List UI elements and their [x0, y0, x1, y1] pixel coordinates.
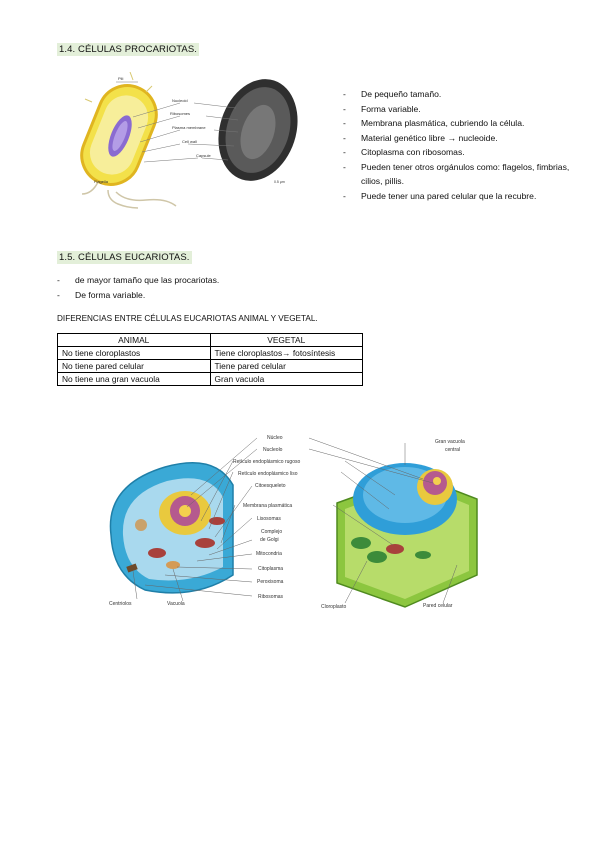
- label-nucleo: Núcleo: [267, 435, 283, 441]
- table-cell: Gran vacuola: [209, 372, 363, 386]
- label-plasma-membrane: Plasma membrane: [172, 125, 206, 130]
- header-vegetal: VEGETAL: [209, 333, 363, 347]
- label-scale: 0.5 μm: [274, 180, 285, 184]
- list-item: Pueden tener otros orgánulos como: flage…: [343, 160, 578, 189]
- label-rer: Retículo endoplásmico rugoso: [233, 459, 300, 465]
- eukaryote-figure: Núcleo Nucleolo Retículo endoplásmico ru…: [109, 435, 478, 610]
- label-pili: Pili: [118, 76, 123, 81]
- list-item: Material genético libre → nucleoide.: [343, 131, 578, 146]
- label-golgi-1: Complejo: [261, 529, 282, 535]
- table-cell: No tiene cloroplastos: [57, 346, 211, 360]
- label-membrana: Membrana plasmática: [243, 503, 292, 509]
- table-row: No tiene una gran vacuola Gran vacuola: [57, 372, 363, 386]
- list-item: De pequeño tamaño.: [343, 87, 578, 102]
- label-gran-vacuola-2: central: [445, 447, 460, 453]
- list-item: Forma variable.: [343, 102, 578, 117]
- label-vacuola: Vacuola: [167, 601, 185, 607]
- section-15-heading: 1.5. CÉLULAS EUCARIOTAS.: [57, 251, 192, 264]
- list-item: Puede tener una pared celular que la rec…: [343, 189, 578, 204]
- plant-cell-drawing: [336, 463, 478, 608]
- label-ribosomes: Ribosomes: [170, 111, 190, 116]
- micrograph-image: [218, 79, 298, 181]
- animal-cell-drawing: [109, 461, 234, 594]
- table-cell: Tiene pared celular: [209, 359, 363, 373]
- label-ribosomas: Ribosomas: [258, 594, 284, 600]
- table-header-row: ANIMAL VEGETAL: [57, 333, 363, 347]
- label-rel: Retículo endoplásmico liso: [238, 471, 298, 477]
- label-cloroplasto: Cloroplasto: [321, 604, 347, 610]
- label-cell-wall: Cell wall: [182, 139, 197, 144]
- label-pared: Pared celular: [423, 603, 453, 609]
- label-peroxisoma: Peroxisoma: [257, 579, 284, 585]
- list-item: Membrana plasmática, cubriendo la célula…: [343, 116, 578, 131]
- label-gran-vacuola-1: Gran vacuola: [435, 439, 465, 445]
- table-cell: Tiene cloroplastos→ fotosíntesis: [209, 346, 363, 360]
- label-citoplasma: Citoplasma: [258, 566, 283, 572]
- bacterium-drawing: [80, 72, 177, 209]
- differences-subtitle: DIFERENCIAS ENTRE CÉLULAS EUCARIOTAS ANI…: [57, 314, 318, 323]
- section-14-heading: 1.4. CÉLULAS PROCARIOTAS.: [57, 43, 200, 56]
- table-row: No tiene pared celular Tiene pared celul…: [57, 359, 363, 373]
- table-row: No tiene cloroplastos Tiene cloroplastos…: [57, 346, 363, 360]
- list-item: De forma variable.: [57, 288, 357, 303]
- label-golgi-2: de Golgi: [260, 537, 279, 543]
- eukaryote-features-list: de mayor tamaño que las procariotas. De …: [57, 273, 357, 302]
- label-flagella: Flagella: [94, 179, 109, 184]
- label-mitocondria: Mitocondria: [256, 551, 282, 557]
- list-item: Citoplasma con ribosomas.: [343, 145, 578, 160]
- prokaryote-figure: Pili Nucleoid Ribosomes Plasma membrane …: [80, 72, 298, 209]
- label-centriolos: Centriolos: [109, 601, 132, 607]
- prokaryote-features-list: De pequeño tamaño. Forma variable. Membr…: [343, 87, 578, 203]
- label-nucleolo: Nucleolo: [263, 447, 283, 453]
- table-cell: No tiene una gran vacuola: [57, 372, 211, 386]
- label-nucleoid: Nucleoid: [172, 98, 188, 103]
- header-animal: ANIMAL: [57, 333, 211, 347]
- label-capsule: Capsule: [196, 153, 211, 158]
- list-item: de mayor tamaño que las procariotas.: [57, 273, 357, 288]
- differences-table: ANIMAL VEGETAL No tiene cloroplastos Tie…: [57, 333, 363, 386]
- table-cell: No tiene pared celular: [57, 359, 211, 373]
- label-citoesqueleto: Citoesqueleto: [255, 483, 286, 489]
- label-lisosomas: Lisosomas: [257, 516, 281, 522]
